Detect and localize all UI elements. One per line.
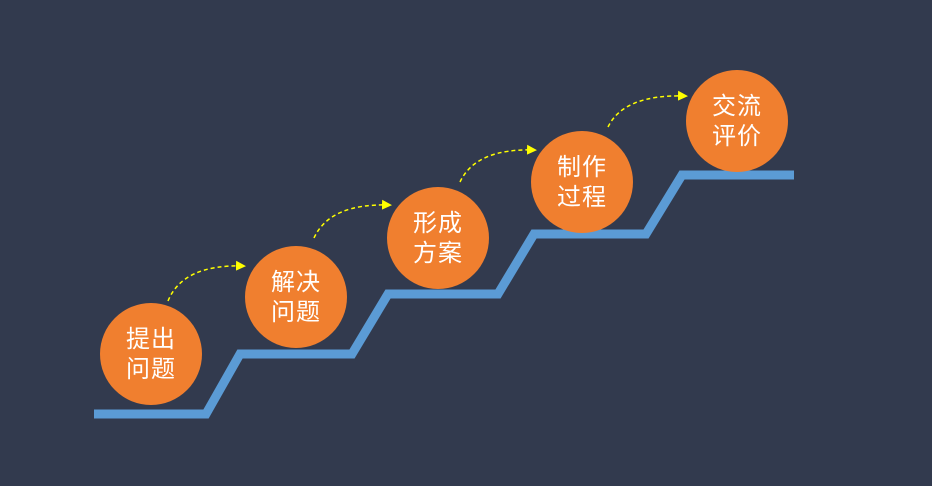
step-1-line1: 提出 <box>126 325 176 353</box>
step-5-line2: 评价 <box>712 122 762 150</box>
step-circle-1: 提出 问题 <box>100 303 202 405</box>
step-circle-5: 交流 评价 <box>686 70 788 172</box>
arrow-1 <box>167 260 246 302</box>
step-circle-2: 解决 问题 <box>245 246 347 348</box>
step-2-line1: 解决 <box>271 268 321 296</box>
step-3-line2: 方案 <box>413 239 463 267</box>
arrow-4 <box>607 90 688 128</box>
step-4-line1: 制作 <box>557 153 607 181</box>
step-circle-3: 形成 方案 <box>387 187 489 289</box>
staircase-line <box>94 170 794 419</box>
step-3-line1: 形成 <box>413 209 463 237</box>
arrow-3 <box>459 144 537 183</box>
step-circle-4: 制作 过程 <box>531 131 633 233</box>
step-1-line2: 问题 <box>126 355 176 383</box>
arrow-2 <box>313 199 392 239</box>
step-2-line2: 问题 <box>271 298 321 326</box>
step-5-line1: 交流 <box>712 92 762 120</box>
step-4-line2: 过程 <box>557 183 607 211</box>
